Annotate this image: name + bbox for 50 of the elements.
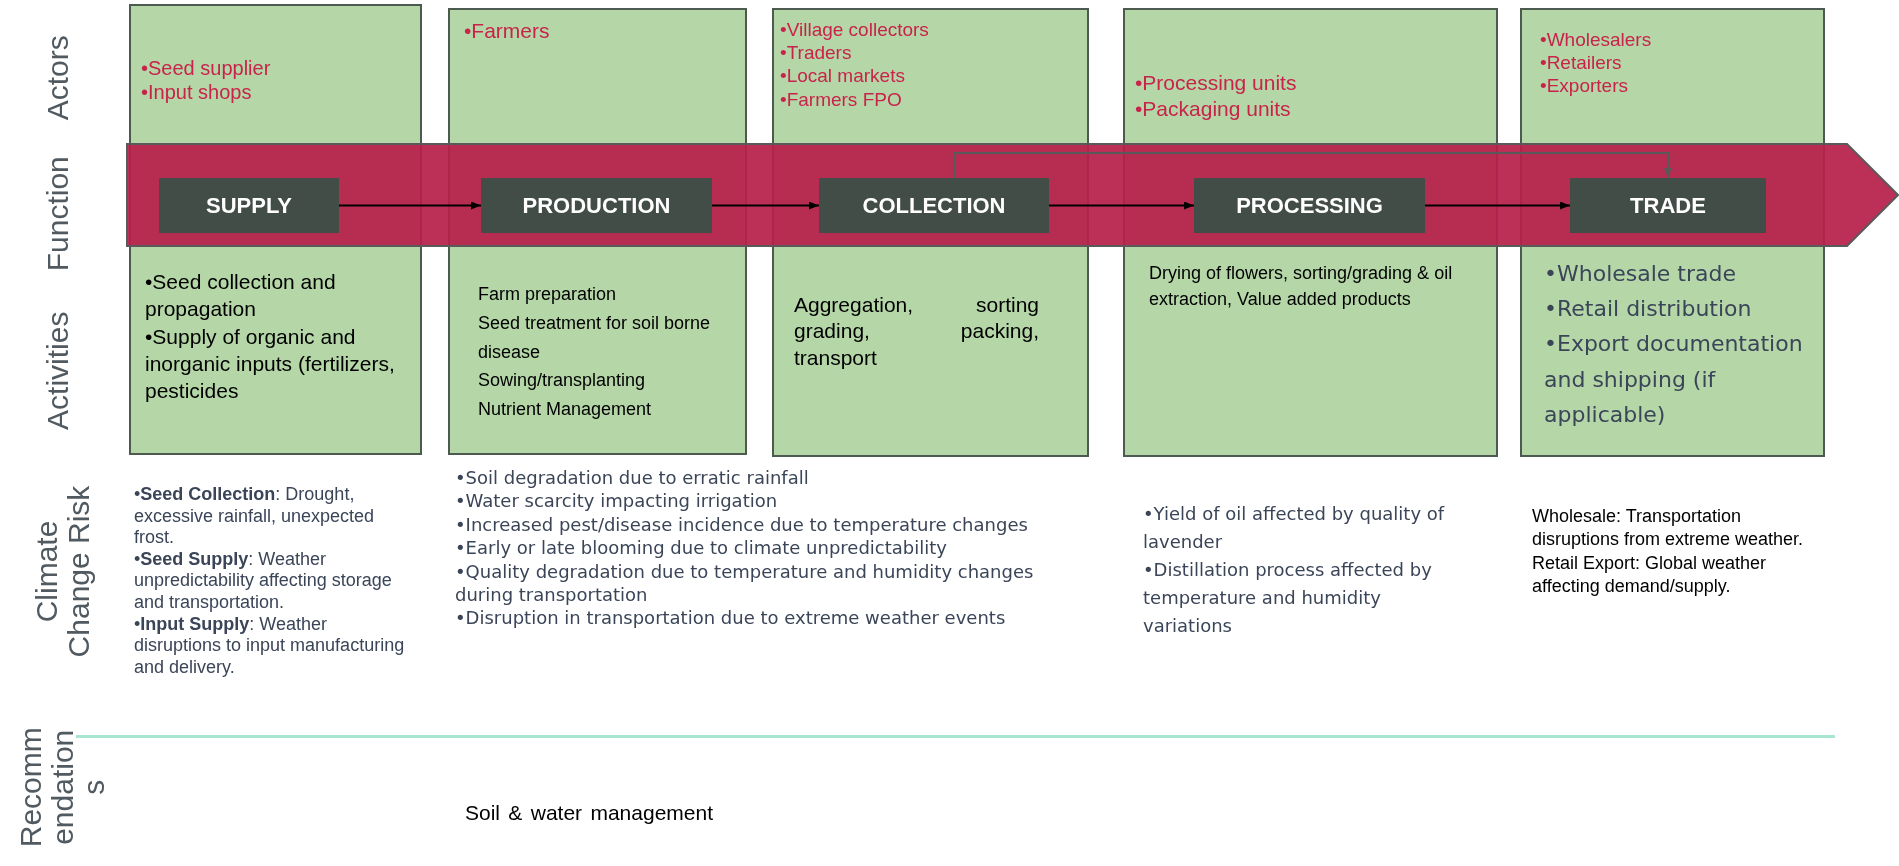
risk-note: •Quality degradation due to temperature and humidity changes during transportation <box>455 559 1035 607</box>
activity-item: •Export documentation and shipping (if applicable) <box>1544 330 1804 429</box>
function-box: SUPPLY <box>159 178 339 233</box>
actor-item: •Input shops <box>141 80 253 105</box>
arrow <box>1048 201 1195 210</box>
function-box: PROCESSING <box>1194 178 1425 233</box>
risk-note: •Yield of oil affected by quality of lavender <box>1143 502 1446 554</box>
activity-item: •Retail distribution <box>1544 295 1753 324</box>
arrow <box>711 201 820 210</box>
risk-note: •Increased pest/disease incidence due to temperature changes <box>455 512 1029 537</box>
recommendation-text: Soil & water management <box>465 800 714 826</box>
risk-note: •Disruption in transportation due to extreme weather events <box>455 606 1007 630</box>
actor-item: •Village collectors <box>780 18 930 42</box>
actor-item: •Farmers FPO <box>780 87 903 111</box>
risk-note: Wholesale: Transportation disruptions from extreme weather. <box>1532 505 1805 552</box>
row-header: Recommendations <box>14 726 110 850</box>
risk-note: •Input Supply: Weather disruptions to input manufacturing and delivery. <box>134 613 406 679</box>
activity-item: Sowing/transplanting <box>478 369 647 393</box>
function-box: PRODUCTION <box>481 178 712 233</box>
actor-item: •Farmers <box>464 18 551 44</box>
activity-item: Nutrient Management <box>478 398 653 422</box>
risk-note: Retail Export: Global weather affecting demand/supply. <box>1532 551 1768 599</box>
actor-item: •Seed supplier <box>141 56 272 81</box>
row-header: Climate Change Risk <box>30 484 94 660</box>
actor-item: •Exporters <box>1540 74 1629 98</box>
risk-note: •Distillation process affected by temperature and humidity variations <box>1143 557 1433 638</box>
activity-item: •Wholesale trade <box>1544 260 1738 288</box>
activity-item: Seed treatment for soil borne disease <box>478 311 712 364</box>
actor-item: •Processing units <box>1135 70 1298 96</box>
row-header: Activities <box>42 310 74 432</box>
activity-item: •Supply of organic and inorganic inputs (fertilizers, pesticides <box>145 323 396 405</box>
activity-item: •Seed collection and propagation <box>145 269 337 323</box>
actor-item: •Local markets <box>780 64 906 88</box>
arrow <box>1424 201 1571 210</box>
activity-item: Farm preparation <box>478 283 618 306</box>
arrow <box>338 201 482 210</box>
actor-item: •Traders <box>780 41 853 65</box>
activity-item: Aggregation, sorting grading, packing, transport <box>794 292 1039 371</box>
risk-note: •Early or late blooming due to climate unpredictability <box>455 536 948 560</box>
actor-item: •Packaging units <box>1135 95 1292 122</box>
risk-note: •Seed Collection: Drought, excessive rainfall, unexpected frost. <box>134 484 376 549</box>
activity-item: Drying of flowers, sorting/grading & oil extraction, Value added products <box>1149 262 1454 312</box>
actor-item: •Wholesalers <box>1540 28 1653 52</box>
risk-note: •Soil degradation due to erratic rainfall <box>455 466 810 490</box>
function-box: TRADE <box>1570 178 1766 233</box>
risk-note: •Seed Supply: Weather unpredictability affecting storage and transportation. <box>134 548 393 614</box>
arrow <box>953 152 1672 179</box>
actor-item: •Retailers <box>1540 51 1623 75</box>
function-box: COLLECTION <box>819 178 1049 233</box>
risk-note: •Water scarcity impacting irrigation <box>455 489 779 513</box>
